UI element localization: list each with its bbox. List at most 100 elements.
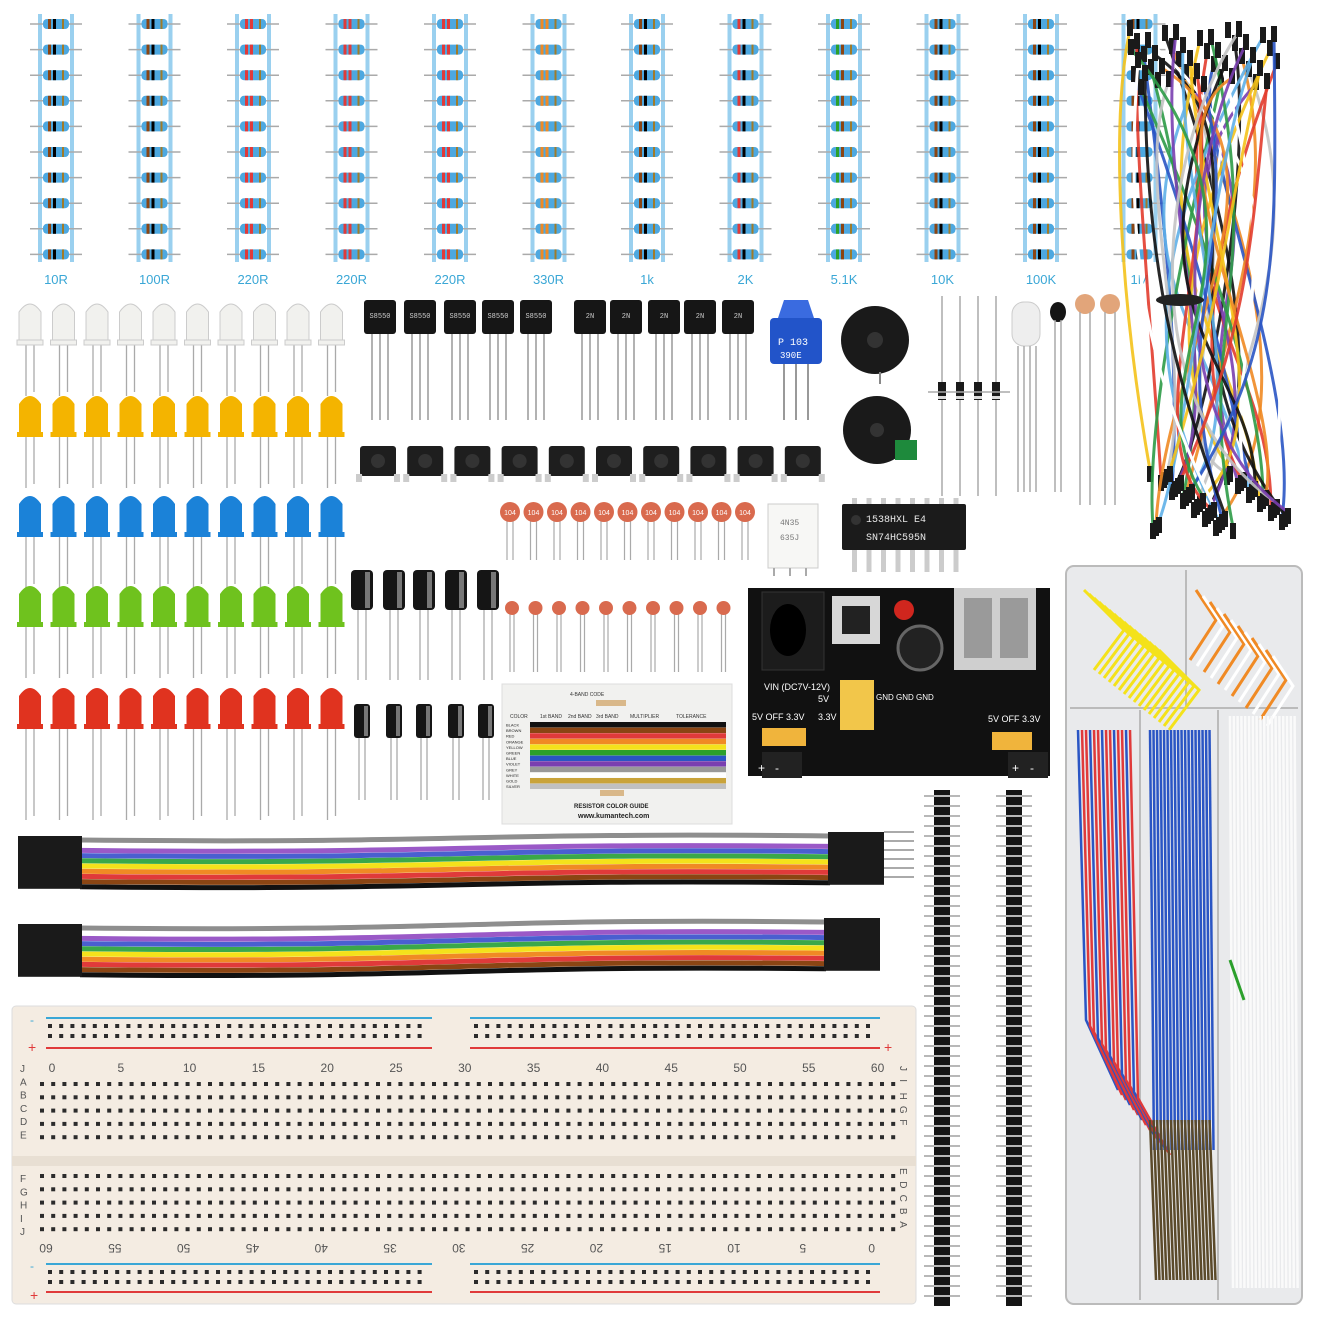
breadboard-hole bbox=[723, 1082, 728, 1086]
photoresistor-2 bbox=[1100, 294, 1120, 505]
breadboard-hole bbox=[846, 1082, 851, 1086]
ribbon-wire bbox=[79, 929, 827, 942]
breadboard-hole bbox=[866, 1024, 870, 1028]
breadboard-hole bbox=[376, 1108, 380, 1113]
breadboard-hole bbox=[372, 1034, 377, 1038]
resistor-band bbox=[850, 121, 852, 132]
breadboard-hole bbox=[73, 1227, 78, 1232]
resistor-band bbox=[742, 19, 746, 29]
breadboard-hole bbox=[443, 1135, 448, 1140]
breadboard-hole bbox=[656, 1082, 660, 1086]
breadboard-hole bbox=[320, 1213, 324, 1218]
dupont-connector bbox=[18, 934, 82, 941]
breadboard-hole bbox=[264, 1227, 268, 1232]
breadboard-hole bbox=[160, 1270, 164, 1274]
resistor-band bbox=[841, 44, 844, 55]
breadboard-hole bbox=[350, 1280, 355, 1284]
breadboard-hole bbox=[476, 1227, 481, 1232]
breadboard-hole bbox=[129, 1121, 134, 1126]
led-flange bbox=[285, 724, 311, 729]
breadboard-hole bbox=[798, 1034, 803, 1038]
led-flange bbox=[84, 724, 110, 729]
resistor-band bbox=[357, 198, 360, 209]
box-wire-brown bbox=[1183, 1119, 1193, 1281]
breadboard-hole bbox=[204, 1024, 209, 1028]
breadboard-hole bbox=[532, 1095, 537, 1100]
breadboard-hole bbox=[566, 1095, 571, 1100]
led bbox=[153, 586, 175, 626]
led-flange bbox=[117, 432, 144, 437]
breadboard-hole bbox=[275, 1082, 280, 1086]
resistor-band bbox=[934, 19, 938, 29]
electrolytic-stripe bbox=[488, 706, 492, 736]
resistor-band bbox=[737, 19, 741, 29]
breadboard-hole bbox=[675, 1280, 680, 1284]
breadboard-hole bbox=[398, 1095, 403, 1100]
breadboard-hole bbox=[866, 1034, 870, 1038]
resistor-band bbox=[447, 19, 450, 29]
breadboard-hole bbox=[566, 1135, 571, 1140]
breadboard-hole bbox=[339, 1034, 344, 1038]
breadboard-hole bbox=[387, 1213, 392, 1218]
jumper-wire-end bbox=[1222, 55, 1228, 71]
breadboard-hole bbox=[140, 1200, 145, 1205]
breadboard-hole bbox=[160, 1034, 164, 1038]
resistor-band bbox=[850, 44, 852, 55]
breadboard-hole bbox=[342, 1213, 347, 1218]
breadboard-hole bbox=[544, 1213, 548, 1218]
breadboard-hole bbox=[454, 1174, 459, 1178]
resistor-band bbox=[644, 223, 647, 234]
box-wire-blue bbox=[1187, 729, 1194, 1151]
resistor-band bbox=[841, 198, 844, 209]
led-flange bbox=[50, 622, 77, 627]
breadboard-hole bbox=[756, 1187, 761, 1192]
breadboard-hole bbox=[193, 1280, 198, 1284]
ribbon-wire bbox=[79, 965, 827, 979]
box-wire-blue bbox=[1152, 729, 1159, 1151]
led-flange bbox=[285, 532, 311, 537]
breadboard-hole bbox=[353, 1187, 358, 1192]
ic-pin bbox=[852, 498, 857, 506]
breadboard-hole bbox=[70, 1034, 75, 1038]
box-wire-blue bbox=[1194, 729, 1201, 1151]
led bbox=[253, 586, 276, 626]
resistor-band bbox=[841, 95, 844, 106]
breadboard-hole bbox=[283, 1034, 288, 1038]
breadboard-hole bbox=[698, 1280, 702, 1284]
led-flange bbox=[318, 432, 345, 437]
breadboard-hole bbox=[84, 1227, 89, 1232]
breadboard-hole bbox=[204, 1034, 209, 1038]
jumper-wire-end bbox=[1197, 30, 1203, 46]
resistor-band bbox=[841, 147, 844, 157]
breadboard-hole bbox=[376, 1095, 380, 1100]
ic-pin bbox=[852, 550, 857, 572]
resistor-band bbox=[644, 121, 647, 132]
led bbox=[119, 688, 142, 728]
breadboard-hole bbox=[129, 1174, 134, 1178]
resistor-band bbox=[644, 95, 647, 106]
led bbox=[19, 396, 41, 436]
led-flange bbox=[151, 532, 177, 537]
led bbox=[186, 496, 209, 536]
breadboard-hole bbox=[208, 1174, 212, 1178]
resistor-band bbox=[442, 198, 445, 209]
led bbox=[220, 396, 242, 436]
led-flange bbox=[117, 339, 144, 346]
breadboard-hole bbox=[835, 1095, 840, 1100]
box-wire-blue bbox=[1176, 729, 1184, 1151]
breadboard-hole bbox=[406, 1024, 411, 1028]
ic-marking-1: 1538HXL E4 bbox=[866, 515, 926, 526]
breadboard-hole bbox=[843, 1270, 848, 1274]
breadboard-hole bbox=[182, 1280, 187, 1284]
breadboard-hole bbox=[630, 1034, 635, 1038]
jumper-wire-end bbox=[1274, 499, 1280, 515]
breadboard-hole bbox=[488, 1121, 492, 1126]
breadboard-hole bbox=[689, 1082, 694, 1086]
breadboard-hole bbox=[70, 1280, 75, 1284]
breadboard-hole bbox=[372, 1270, 377, 1274]
resistor-band bbox=[554, 223, 557, 234]
capacitor-marking: 104 bbox=[645, 510, 657, 517]
breadboard-hole bbox=[510, 1095, 515, 1100]
breadboard-row-label: H bbox=[20, 1201, 27, 1212]
breadboard-hole bbox=[51, 1135, 56, 1140]
